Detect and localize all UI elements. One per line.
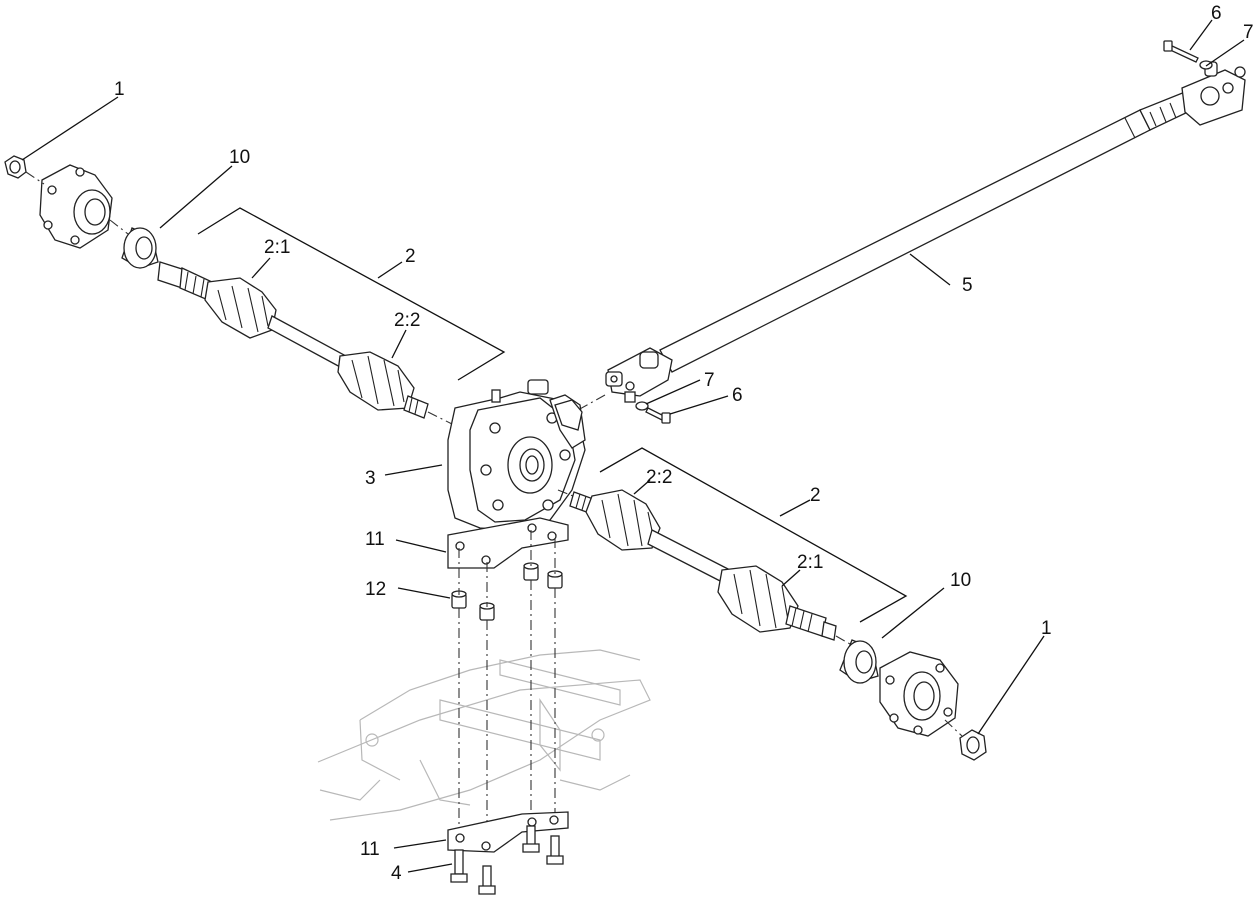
wheel-hub-right bbox=[879, 651, 959, 737]
spacer-left bbox=[121, 227, 159, 269]
bolt-4 bbox=[546, 835, 564, 865]
leader-lines bbox=[21, 19, 1245, 873]
driveshaft-rear-yoke bbox=[605, 347, 673, 403]
callout-bushing: 12 bbox=[365, 579, 386, 600]
driveshaft-front-yoke bbox=[1181, 61, 1246, 126]
callout-hub-left: 1 bbox=[114, 79, 125, 100]
axle-left-centerline bbox=[427, 411, 453, 425]
wheel-hub-left bbox=[39, 164, 113, 249]
callout-hub-right: 1 bbox=[1041, 618, 1052, 639]
hub-nut-right bbox=[959, 729, 987, 761]
callout-cv-outer-right: 2:1 bbox=[797, 552, 823, 573]
driveshaft bbox=[659, 91, 1193, 373]
callout-washer-yoke-front: 7 bbox=[1243, 22, 1254, 43]
axle-shaft-left bbox=[157, 261, 213, 301]
cv-joint-inner-left bbox=[337, 351, 415, 411]
hub-left-centerline bbox=[25, 171, 45, 185]
bolt-3 bbox=[522, 825, 540, 853]
callout-shaft-right: 2 bbox=[810, 485, 821, 506]
callout-bracket-top: 11 bbox=[365, 529, 385, 550]
callout-bolt: 4 bbox=[391, 863, 402, 884]
axle-bar-left bbox=[267, 315, 347, 369]
callout-washer-yoke-rear: 7 bbox=[704, 370, 715, 391]
callout-cv-inner-left: 2:2 bbox=[394, 310, 420, 331]
callout-cv-outer-left: 2:1 bbox=[264, 237, 290, 258]
callout-driveshaft: 5 bbox=[962, 275, 973, 296]
callout-spacer-right: 10 bbox=[950, 570, 971, 591]
spacer-right-centerline bbox=[835, 635, 851, 645]
vehicle-frame-ghost bbox=[317, 649, 651, 821]
callout-labels: 1 10 2 2:1 2:2 3 5 6 7 7 6 2 2:2 2:1 10 … bbox=[114, 3, 1254, 884]
yoke-washer-rear bbox=[635, 401, 649, 411]
spacer-right bbox=[839, 639, 879, 684]
axle-bar-right bbox=[647, 529, 731, 585]
gearbox bbox=[447, 379, 586, 531]
callout-spacer-left: 10 bbox=[229, 147, 250, 168]
cv-joint-outer-left bbox=[204, 277, 277, 339]
axle-spline-right-outer bbox=[785, 605, 837, 641]
callout-bracket-bottom: 11 bbox=[360, 839, 380, 860]
axle-spline-left-inner bbox=[403, 395, 429, 419]
bolt-1 bbox=[450, 849, 468, 883]
cv-joint-outer-right bbox=[717, 565, 799, 633]
yoke-bolt-front bbox=[1163, 40, 1199, 63]
callout-bolt-yoke-front: 6 bbox=[1211, 3, 1222, 24]
axle-right-centerline bbox=[557, 489, 579, 499]
mounting-bracket-top bbox=[447, 517, 569, 569]
callout-gearbox: 3 bbox=[365, 468, 376, 489]
hub-right-centerline bbox=[944, 719, 963, 737]
mounting-bracket-bottom bbox=[447, 811, 569, 853]
callout-cv-inner-right: 2:2 bbox=[646, 467, 672, 488]
yoke-washer-front bbox=[1199, 60, 1213, 70]
callout-shaft-left: 2 bbox=[405, 246, 416, 267]
cv-joint-inner-right bbox=[585, 489, 661, 551]
bolt-2 bbox=[478, 865, 496, 895]
spacer-left-centerline bbox=[109, 219, 129, 235]
mount-centerlines bbox=[458, 530, 556, 850]
yoke-bolt-rear bbox=[645, 407, 671, 424]
callout-bolt-yoke-rear: 6 bbox=[732, 385, 743, 406]
